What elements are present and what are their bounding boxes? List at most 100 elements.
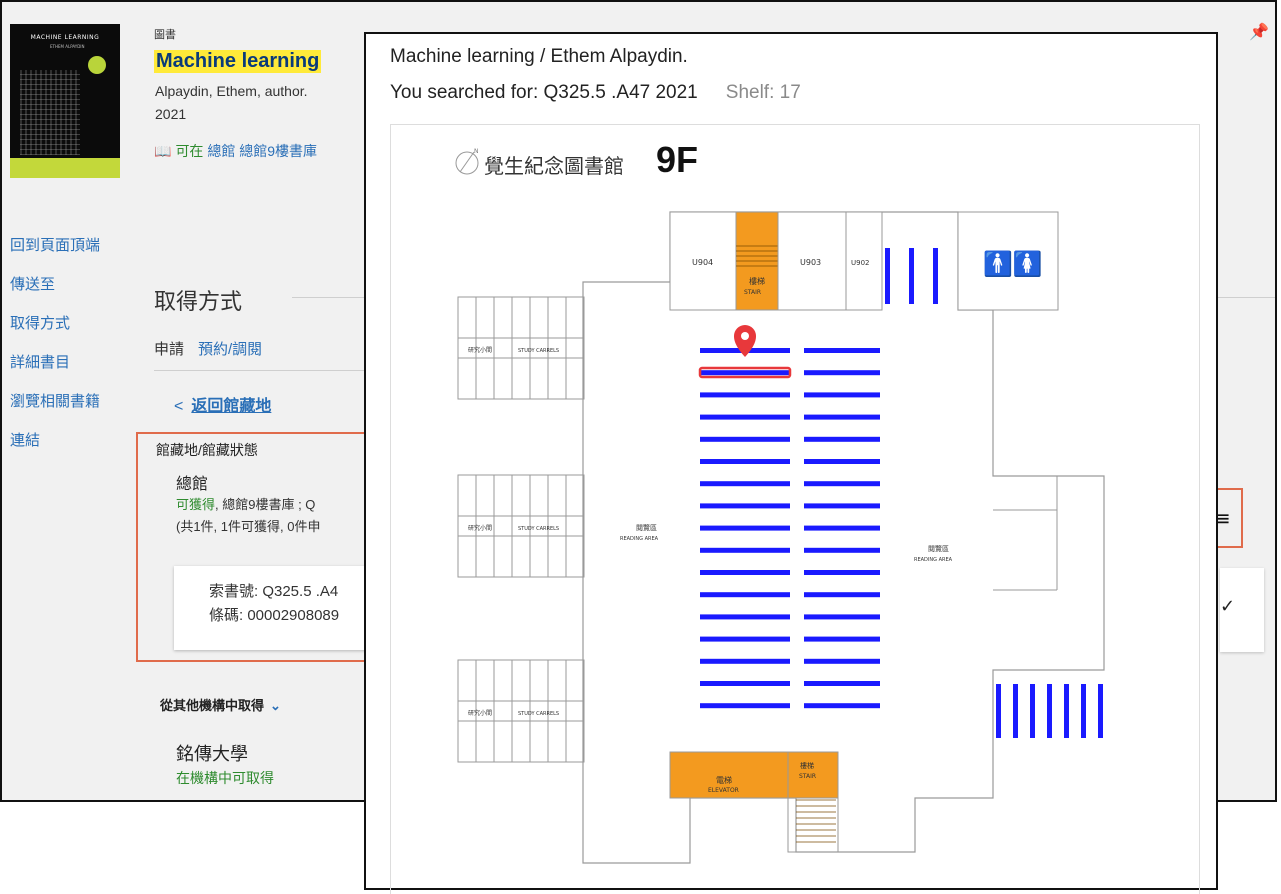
floor-map-frame [390,124,1200,894]
label-reading-left-en: READING AREA [620,536,659,542]
floor-label: 9F [656,139,699,180]
request-row: 申請預約/調閱 [154,338,262,359]
carrels-bottom [457,659,585,763]
other-institutions-header: 從其他機構中取得 [160,698,265,713]
barcode: 條碼: 00002908089 [209,607,340,624]
institution-status: 在機構中可取得 [176,770,274,786]
hold-request-link[interactable]: 預約/調閱 [198,341,263,358]
right-shelf-6 [1081,684,1086,738]
location-status: 可獲得, 總館9樓書庫 ; Q [176,494,315,513]
nav-browse-shelf[interactable]: 瀏覽相關書籍 [10,393,101,410]
nav-send-to[interactable]: 傳送至 [10,276,56,293]
item-card[interactable]: 索書號: Q325.5 .A4 條碼: 00002908089 [174,566,374,650]
top-shelf-1 [885,248,890,304]
label-elevator-cn: 電梯 [716,775,732,785]
shelf-row-a-13 [700,614,790,620]
label-stair-bottom-cn: 樓梯 [800,761,814,770]
availability-location[interactable]: 總館9樓書庫 [239,143,318,159]
cover-band [10,158,120,178]
shelf-row-b-2 [804,370,880,376]
book-cover-image[interactable]: MACHINE LEARNING ETHEM ALPAYDIN [10,24,120,178]
restroom-icon: 🚹🚺 [983,250,1043,278]
label-u904: U904 [692,258,713,267]
shelf-row-a-3 [700,392,790,398]
label-u902: U902 [851,259,869,267]
highlighted-shelf [698,366,792,379]
other-institutions-toggle[interactable]: 從其他機構中取得⌄ [160,695,281,714]
chevron-left-icon: < [174,398,184,415]
institution-name[interactable]: 銘傳大學 [176,744,248,764]
shelf-location-popup [364,32,1218,890]
label-reading-right-cn: 閱覽區 [928,544,949,553]
item-count: (共1件, 1件可獲得, 0件申 [176,519,321,534]
shelf-row-b-13 [804,614,880,620]
right-shelf-1 [996,684,1001,738]
cover-pattern [20,70,80,155]
shelf-row-b-1 [804,348,880,353]
availability-line[interactable]: 📖可在 總館 總館9樓書庫 [154,141,317,161]
search-call-number: Q325.5 .A47 2021 [543,82,698,103]
availability-library[interactable]: 總館 [207,143,236,159]
back-to-locations-link[interactable]: < 返回館藏地 [174,392,271,416]
book-title-link[interactable]: Machine learning [154,50,322,73]
shelf-row-a-16 [700,681,790,686]
svg-text:N: N [474,148,479,155]
right-shelf-5 [1064,684,1069,738]
shelf-row-a-6 [700,459,790,464]
shelf-row-b-5 [804,436,880,442]
shelf-row-b-15 [804,658,880,664]
nav-back-to-top[interactable]: 回到頁面頂端 [10,237,101,254]
label-elevator-en: ELEVATOR [708,787,739,794]
pin-icon[interactable]: 📌 [1249,22,1269,41]
label-stair-bottom-en: STAIR [799,773,816,780]
item-card-right-edge: ✓ [1220,568,1264,652]
shelf-row-b-16 [804,681,880,686]
shelf-row-a-12 [700,592,790,598]
nav-details[interactable]: 詳細書目 [10,354,71,371]
nav-get-it[interactable]: 取得方式 [10,315,71,332]
stair-bottom [787,751,839,799]
shelf-row-b-7 [804,481,880,487]
resource-type-label: 圖書 [154,28,176,41]
book-author: Alpaydin, Ethem, author. [155,83,308,99]
elevator-room [669,751,789,799]
check-icon: ✓ [1220,596,1236,617]
shelf-row-a-10 [700,547,790,553]
request-label: 申請 [154,341,185,358]
location-marker-icon [734,325,756,357]
shelf-row-b-14 [804,636,880,642]
shelf-row-a-9 [700,525,790,531]
location-name: 總館 [176,476,209,493]
room-u904 [669,211,737,311]
nav-links[interactable]: 連結 [10,432,41,449]
shelf-row-a-7 [700,481,790,487]
label-carrel-top-cn: 研究小間 [468,346,492,354]
popup-title: Machine learning / Ethem Alpaydin. [390,46,688,67]
locate-button[interactable]: ≡ [1214,488,1243,548]
shelf-row-a-15 [700,658,790,664]
call-number: 索書號: Q325.5 .A4 [209,583,339,600]
shelf-row-b-8 [804,503,880,509]
shelf-row-b-11 [804,570,880,575]
shelf-row-b-12 [804,592,880,598]
restroom-room [957,211,1059,311]
shelf-row-a-2 [700,370,790,376]
carrels-mid [457,474,585,578]
shelf-row-b-9 [804,525,880,531]
shelf-row-a-8 [700,503,790,509]
room-u903 [777,211,847,311]
shelf-row-b-10 [804,547,880,553]
cover-title: MACHINE LEARNING [30,34,100,41]
cover-graphic [88,56,106,74]
right-shelf-3 [1030,684,1035,738]
book-year: 2021 [155,106,187,122]
left-navigation: 回到頁面頂端 傳送至 取得方式 詳細書目 瀏覽相關書籍 連結 [10,234,100,468]
label-stair-top-en: STAIR [744,289,761,296]
label-carrel-top-en: STUDY CARRELS [518,348,559,354]
request-divider [154,370,364,371]
status-detail: , 總館9樓書庫 ; Q [215,497,316,512]
label-carrel-bottom-en: STUDY CARRELS [518,711,559,717]
back-to-locations-label: 返回館藏地 [191,398,272,415]
top-shelf-2 [909,248,914,304]
